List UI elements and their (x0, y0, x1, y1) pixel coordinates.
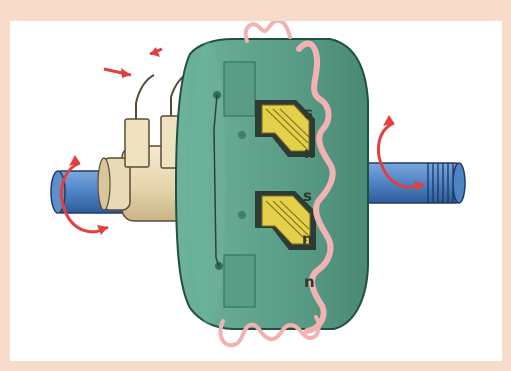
pole-label-n-bottom: n (304, 273, 315, 291)
rotor-body (176, 39, 368, 329)
brush-arrow-icon (104, 47, 162, 78)
pole-label-s-lower: s (303, 187, 312, 205)
illustration-panel: s n n s n (10, 21, 502, 361)
pole-label-s-top: s (304, 104, 313, 122)
pole-label-n-upper: n (304, 144, 315, 162)
rotor-hole-top (238, 131, 246, 139)
alternator-rotor-diagram: s n n s n (10, 21, 502, 361)
rotor-hole-bottom (238, 211, 246, 219)
pole-label-n-middle: n (302, 230, 313, 248)
right-shaft (360, 163, 465, 203)
